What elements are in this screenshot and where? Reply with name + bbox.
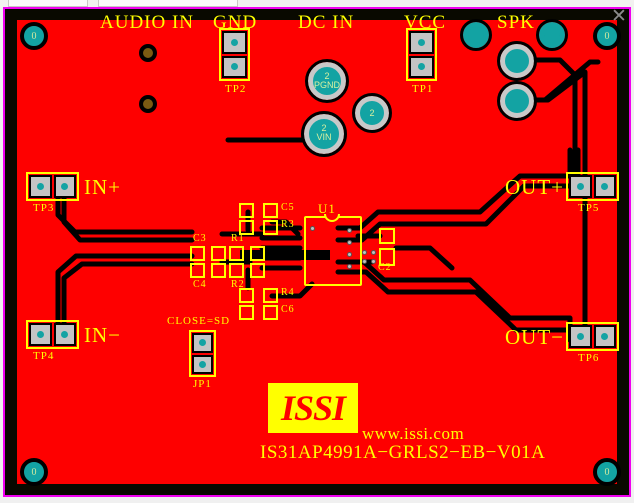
smd-pad-c6-a bbox=[239, 305, 254, 320]
component-label-c4: C4 bbox=[193, 279, 207, 290]
pad[interactable] bbox=[192, 333, 213, 353]
mounting-hole-bottom-left: 0 bbox=[20, 458, 48, 486]
pad[interactable] bbox=[222, 55, 247, 78]
power-pad-pgnd-num: 2 bbox=[324, 71, 330, 81]
testpoint-tp1-pads[interactable] bbox=[406, 28, 437, 81]
pad[interactable] bbox=[53, 175, 76, 198]
smd-pad-c5-a bbox=[239, 203, 254, 218]
header-label-gnd: GND bbox=[213, 12, 258, 33]
power-pad-pgnd-net: PGND bbox=[313, 80, 340, 90]
board-part-number: IS31AP4991A−GRLS2−EB−V01A bbox=[260, 442, 546, 463]
jumper-jp1-pads[interactable] bbox=[189, 330, 216, 377]
smd-pad-c3-b bbox=[211, 246, 226, 261]
testpoint-label-tp5: TP5 bbox=[578, 202, 600, 214]
mounting-hole-bottom-right: 0 bbox=[593, 458, 621, 486]
via bbox=[371, 250, 376, 255]
smd-pad-r1-a bbox=[229, 246, 244, 261]
pad[interactable] bbox=[192, 354, 213, 374]
testpoint-tp3-pads[interactable] bbox=[26, 172, 79, 201]
smd-pad-c4-a bbox=[190, 263, 205, 278]
smd-pad-r3-b bbox=[263, 220, 278, 235]
via bbox=[347, 252, 352, 257]
via bbox=[362, 250, 367, 255]
via bbox=[347, 264, 352, 269]
website-label: www.issi.com bbox=[362, 424, 465, 443]
testpoint-label-tp1: TP1 bbox=[412, 83, 434, 95]
smd-pad-c5-b bbox=[263, 203, 278, 218]
header-label-audio-in: AUDIO IN bbox=[100, 12, 195, 33]
chrome-tab-2[interactable] bbox=[98, 0, 238, 7]
spk-pad-small-2 bbox=[536, 19, 568, 51]
testpoint-tp4-pads[interactable] bbox=[26, 320, 79, 349]
pad[interactable] bbox=[53, 323, 76, 346]
component-label-c5: C5 bbox=[281, 202, 295, 213]
smd-pad-r2-a bbox=[229, 263, 244, 278]
pad[interactable] bbox=[593, 175, 616, 198]
component-label-r1: R1 bbox=[231, 233, 245, 244]
testpoint-label-tp2: TP2 bbox=[225, 83, 247, 95]
smd-pad-r2-b bbox=[250, 263, 265, 278]
spk-pad-small-1 bbox=[460, 19, 492, 51]
component-label-r3: R3 bbox=[281, 219, 295, 230]
header-label-vcc: VCC bbox=[404, 12, 447, 33]
audio-in-pad-2 bbox=[139, 95, 157, 113]
pad[interactable] bbox=[409, 55, 434, 78]
smd-pad-r4-b bbox=[263, 288, 278, 303]
via bbox=[362, 259, 367, 264]
smd-pad-c2-a bbox=[379, 228, 395, 244]
power-pad-extra: 2 bbox=[352, 93, 392, 133]
testpoint-label-tp6: TP6 bbox=[578, 352, 600, 364]
pad[interactable] bbox=[569, 175, 592, 198]
power-pad-pgnd: 2 PGND bbox=[305, 59, 349, 103]
pad[interactable] bbox=[409, 31, 434, 54]
power-pad-vin-num: 2 bbox=[321, 123, 327, 133]
net-label-in-plus: IN+ bbox=[84, 175, 122, 199]
smd-pad-r1-b bbox=[250, 246, 265, 261]
power-pad-vin: 2 VIN bbox=[301, 111, 347, 157]
net-label-in-minus: IN− bbox=[84, 323, 122, 347]
close-icon[interactable]: ✕ bbox=[611, 6, 627, 27]
pad[interactable] bbox=[593, 325, 616, 348]
component-label-r2: R2 bbox=[231, 279, 245, 290]
smd-pad-c3-a bbox=[190, 246, 205, 261]
spk-pad-1 bbox=[497, 41, 537, 81]
testpoint-tp2-pads[interactable] bbox=[219, 28, 250, 81]
header-label-dc-in: DC IN bbox=[298, 12, 355, 33]
pad[interactable] bbox=[569, 325, 592, 348]
power-pad-vin-net: VIN bbox=[316, 132, 332, 142]
smd-pad-c4-b bbox=[211, 263, 226, 278]
testpoint-tp5-pads[interactable] bbox=[566, 172, 619, 201]
component-label-u1: U1 bbox=[318, 201, 336, 216]
pad[interactable] bbox=[29, 323, 52, 346]
component-label-r4: R4 bbox=[281, 287, 295, 298]
component-label-c3: C3 bbox=[193, 233, 207, 244]
testpoint-label-tp4: TP4 bbox=[33, 350, 55, 362]
component-label-c6: C6 bbox=[281, 304, 295, 315]
jumper-label-jp1: JP1 bbox=[193, 378, 212, 390]
issi-logo: ISSI bbox=[268, 383, 358, 433]
via bbox=[347, 240, 352, 245]
spk-pad-2 bbox=[497, 81, 537, 121]
smd-pad-r4-a bbox=[239, 288, 254, 303]
window-chrome-strip bbox=[0, 0, 634, 8]
header-label-spk: SPK bbox=[497, 12, 535, 33]
mounting-hole-top-left: 0 bbox=[20, 22, 48, 50]
jumper-note-close-sd: CLOSE=SD bbox=[167, 315, 231, 327]
via bbox=[310, 226, 315, 231]
via bbox=[371, 259, 376, 264]
component-label-c2: C2 bbox=[378, 262, 392, 273]
net-label-out-plus: OUT+ bbox=[505, 175, 565, 199]
power-pad-extra-num: 2 bbox=[369, 108, 375, 118]
testpoint-label-tp3: TP3 bbox=[33, 202, 55, 214]
chrome-tab-1[interactable] bbox=[8, 0, 88, 7]
issi-logo-text: ISSI bbox=[280, 388, 346, 428]
audio-in-pad-1 bbox=[139, 44, 157, 62]
mounting-hole-top-right: 0 bbox=[593, 22, 621, 50]
pad[interactable] bbox=[222, 31, 247, 54]
smd-pad-c6-b bbox=[263, 305, 278, 320]
pad[interactable] bbox=[29, 175, 52, 198]
testpoint-tp6-pads[interactable] bbox=[566, 322, 619, 351]
net-label-out-minus: OUT− bbox=[505, 325, 565, 349]
via bbox=[347, 228, 352, 233]
